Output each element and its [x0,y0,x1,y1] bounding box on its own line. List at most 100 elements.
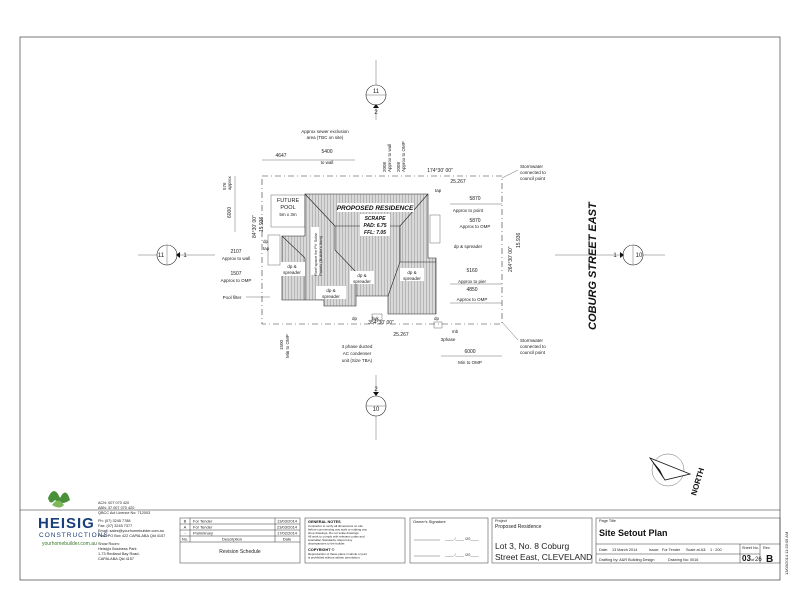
plot-timestamp: 13/03/2014 11:33:05 AM [784,532,789,575]
pool-title: FUTURE [277,198,300,204]
rev-header-desc: Description [222,537,242,542]
dim-2107-note: Approx to wall [222,256,250,261]
dp-spreader-1a: dp & [287,264,296,269]
copyright-line: is prohibited without written permission… [308,556,361,560]
residence-title: PROPOSED RESIDENCE [337,205,414,212]
copyright-title: COPYRIGHT © [308,548,335,552]
stormwater-top-3: council point [520,176,546,181]
project-address-1: Lot 3, No. 8 Coburg [495,541,569,551]
dim-6000-note: Min to OMP [458,360,482,365]
company-sub: CONSTRUCTIONS [39,532,109,539]
dim-5400: 5400 [321,149,332,155]
rev-row-no: B [184,519,187,524]
dim-5870a-note: Approx to point [453,208,484,213]
north-label: NORTH [689,467,706,497]
tap-left: tap [263,246,270,251]
pool-size: 5m x 3m [279,212,297,217]
page-title-label: Page Title [599,519,616,523]
dim-4850: 4850 [466,287,477,293]
dim-1507: 1507 [230,271,241,277]
revision-table: B For Tender 13/03/2014 A For Tender 23/… [179,517,301,564]
stormwater-top-2: connected to [520,170,546,175]
ac-note-1: 3 phase ducted [342,344,373,349]
general-note-line: discrepancies to the builder. [308,542,345,546]
rev-row-desc: For Tender [193,525,213,530]
general-note-line: Contractor to verify all dimensions on s… [308,524,363,528]
dim-5870b-note: Approx to OMP [460,224,491,229]
scrape-label: SCRAPE [365,216,387,222]
signature-title: Owner's Signature [413,519,447,524]
dp-spreader-4b: spreader [403,276,421,281]
ffl-label: FFL: 7.05 [364,230,386,236]
drafting-by: Drafting by: A&R Building Design [599,558,655,562]
rev-row-date: 17/02/2014 [277,531,298,536]
dp-spreader-1b: spreader [283,270,301,275]
dim-1507-note: Approx to OMP [221,278,252,283]
length-right: 15.936 [516,232,522,248]
contact-line: Post: PO Box 422 CAPALABA Qld 4157 [98,534,165,538]
contact-line: Heisig's Business Park [98,547,137,551]
length-top: 25.267 [450,179,466,185]
marker-bottom-num: 2 [374,387,378,393]
dim-2008a-note: Approx to wall [387,144,392,172]
section-marker-top: 11 2 [365,60,387,120]
company-logo: HEISIG CONSTRUCTIONS yourhomebuilder.com… [38,491,109,547]
stormwater-top-1: Stormwater [520,164,544,169]
date-label: Date: [599,548,608,552]
project-address-2: Street East, CLEVELAND [495,552,592,562]
mb-label: mb [452,329,459,334]
issue-value: For Tender [662,548,681,552]
title-block: HEISIG CONSTRUCTIONS yourhomebuilder.com… [20,491,789,575]
page-title-box: Page Title Site Setout Plan Date: 13 Mar… [595,517,781,565]
signature-date-1: ____ /____ /20____ [444,537,480,541]
dp-spreader-3a: dp & [357,273,366,278]
mb-3phase: 3phase [441,337,456,342]
signature-date-2: ____ /____ /20____ [444,553,480,557]
sewer-note-1: Approx sewer exclusion [301,129,349,134]
tap-dp-top: tap [435,188,442,193]
dim-2008a: 2008 [382,161,387,172]
dp-bottom: dp [352,316,358,321]
rev-header-no: No. [182,537,188,542]
dp-spreader-3b: spreader [353,279,371,284]
rev-row-desc: Preliminary [193,531,213,536]
contact-details: ACN: 007 070 420 ABN: 37 007 070 420 QBC… [98,501,165,561]
dim-5160-note: Approx to pier [458,279,487,284]
general-note-line: shop drawings. Do not scale drawings. [308,531,360,535]
rev-row-date: 23/03/2014 [277,525,298,530]
dim-576: 576 [222,182,227,190]
sheet-number: 03 [742,554,751,563]
dim-2107: 2107 [230,249,241,255]
dim-5160: 5160 [466,268,477,274]
issue-label: Issue: [649,548,659,552]
scale-label: Scale at A3: [686,548,706,552]
marker-left-sheet: 1 [183,253,187,259]
section-marker-bottom: 2 10 [365,375,387,440]
general-note-line: before commencing any work or making any [308,528,367,532]
dim-1500: 1500 [279,339,284,350]
contact-line: Ph: (07) 3245 7788 [98,519,131,523]
rev-label: Rev [763,546,770,550]
dim-1500-note: Min to OMP [285,334,290,358]
contact-line: ABN: 37 007 070 420 [98,506,134,510]
dp-spreader-right: dp & spreader [454,244,483,249]
roof-space-note-2: Panels (Builder's Item) [318,235,323,276]
revision-value: B [766,554,773,565]
owner-signature: Owner's Signature ____ /____ /20____ ___… [409,517,489,564]
dim-4850-note: Approx to OMP [457,297,488,302]
contact-line: ACN: 007 070 420 [98,501,129,505]
contact-line: CAPALABA Qld 4157 [98,557,134,561]
street-name: COBURG STREET EAST [587,201,599,330]
dim-5870a: 5870 [469,196,480,202]
dim-to-wall: to wall [321,160,334,165]
drawing-border [19,36,781,581]
roof-space-note-1: Roof space for PV Solar [313,232,318,276]
contact-line: QBCC Act Licence No: 712003 [98,511,150,515]
page-title: Site Setout Plan [599,528,668,538]
sewer-note-2: area (TBC on site) [307,135,344,140]
dim-6000-left: 6000 [227,207,233,218]
project-box: Project Proposed Residence Lot 3, No. 8 … [491,517,592,564]
dp-left: dp [263,239,269,244]
bearing-bottom: 354°30' 00" [368,320,394,326]
